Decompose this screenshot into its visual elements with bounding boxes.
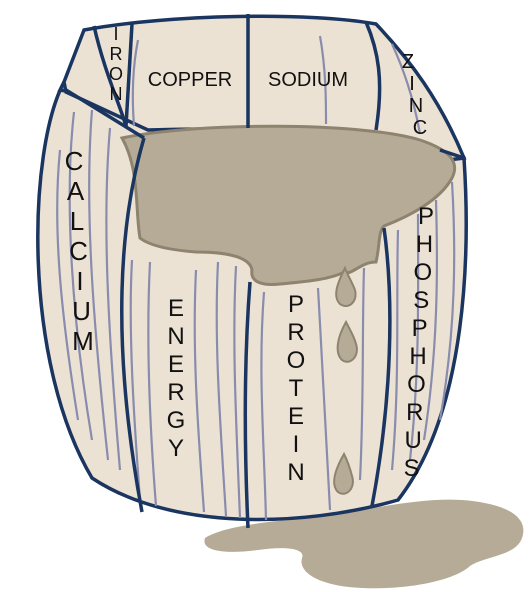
stave-label-letter: E	[168, 295, 184, 322]
stave-label-letter: P	[412, 315, 428, 342]
stave-label-letter: N	[287, 459, 304, 486]
stave-label-letter: A	[67, 176, 85, 206]
stave-label-letter: O	[287, 347, 306, 374]
stave-label-copper: COPPER	[148, 69, 232, 91]
stave-label-letter: H	[416, 231, 433, 258]
stave-label-letter: R	[406, 399, 423, 426]
stave-label-letter: Z	[402, 51, 414, 73]
stave-label-letter: G	[167, 407, 186, 434]
stave-label-letter: R	[110, 44, 123, 64]
stave-label-letter: M	[72, 326, 94, 356]
stave-label-letter: U	[72, 296, 91, 326]
stave-label-sodium: SODIUM	[268, 69, 348, 91]
stave-label-letter: U	[405, 427, 422, 454]
stave-label-letter: I	[293, 431, 300, 458]
stave-label-letter: L	[70, 206, 84, 236]
stave-label-letter: I	[76, 266, 83, 296]
stave-label-letter: C	[413, 117, 427, 139]
stave-label-letter: O	[407, 371, 426, 398]
stave-label-text: SODIUM	[268, 69, 348, 91]
stave-label-letter: P	[418, 203, 434, 230]
stave-label-letter: O	[413, 259, 432, 286]
stave-label-letter: N	[110, 84, 123, 104]
stave-label-letter: R	[287, 319, 304, 346]
stave-label-letter: I	[113, 24, 118, 44]
stave-label-letter: I	[409, 73, 415, 95]
stave-label-letter: N	[409, 95, 423, 117]
stave-label-letter: O	[109, 64, 123, 84]
stave-label-letter: P	[288, 291, 304, 318]
stave-label-letter: E	[288, 403, 304, 430]
stave-label-letter: Y	[168, 435, 184, 462]
stave-label-letter: R	[167, 379, 184, 406]
stave-label-letter: N	[167, 323, 184, 350]
stave-label-letter: C	[69, 236, 88, 266]
stave-label-letter: C	[65, 146, 84, 176]
stave-label-letter: S	[413, 287, 429, 314]
stave-label-letter: S	[404, 455, 420, 482]
stave-label-letter: T	[289, 375, 304, 402]
stave-label-letter: E	[168, 351, 184, 378]
stave-label-letter: H	[409, 343, 426, 370]
stave-label-text: COPPER	[148, 69, 232, 91]
